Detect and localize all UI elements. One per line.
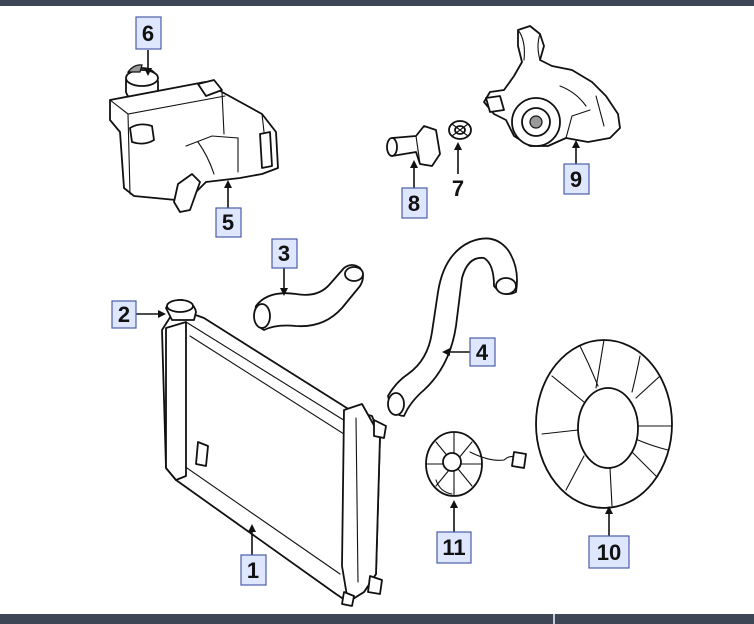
leader-lines bbox=[136, 50, 613, 555]
callout-text: 8 bbox=[408, 191, 420, 216]
part-2-radiator-cap bbox=[165, 299, 197, 321]
callout-9: 9 bbox=[563, 163, 590, 195]
callout-text: 9 bbox=[570, 167, 582, 192]
callout-11: 11 bbox=[436, 531, 472, 564]
part-4-lower-hose bbox=[387, 237, 518, 417]
callout-5: 5 bbox=[215, 207, 242, 238]
part-10-fan-shroud bbox=[535, 339, 673, 509]
top-frame-bar bbox=[0, 0, 754, 6]
callout-4: 4 bbox=[469, 337, 496, 367]
callout-text: 5 bbox=[222, 210, 234, 235]
part-8-water-outlet bbox=[386, 125, 441, 167]
part-3-upper-hose bbox=[253, 264, 364, 331]
callout-text: 11 bbox=[442, 535, 465, 560]
parts-diagram: 1 2 3 4 5 6 7 8 9 10 11 bbox=[109, 16, 673, 607]
callout-8: 8 bbox=[401, 187, 428, 219]
callout-text: 3 bbox=[278, 241, 290, 266]
bottom-bar-separator bbox=[553, 614, 555, 624]
callout-text: 6 bbox=[142, 21, 154, 46]
part-1-radiator bbox=[161, 307, 387, 607]
part-7-thermostat bbox=[448, 120, 472, 140]
callout-text: 1 bbox=[247, 558, 259, 583]
part-5-coolant-reservoir bbox=[109, 79, 279, 213]
diagram-canvas: 1 2 3 4 5 6 7 8 9 10 11 bbox=[0, 6, 754, 614]
callout-10: 10 bbox=[588, 535, 630, 569]
callout-3: 3 bbox=[271, 238, 298, 269]
callout-text: 2 bbox=[118, 302, 130, 327]
callout-2: 2 bbox=[111, 300, 137, 329]
callout-text: 4 bbox=[476, 340, 489, 365]
callout-text: 10 bbox=[597, 540, 621, 565]
callout-7: 7 bbox=[452, 176, 464, 201]
part-11-electric-fan bbox=[425, 431, 527, 497]
callout-text: 7 bbox=[452, 176, 464, 201]
part-9-water-pump bbox=[483, 25, 621, 147]
callout-1: 1 bbox=[240, 554, 267, 586]
bottom-frame-bar bbox=[0, 614, 754, 624]
callout-6: 6 bbox=[135, 16, 162, 50]
